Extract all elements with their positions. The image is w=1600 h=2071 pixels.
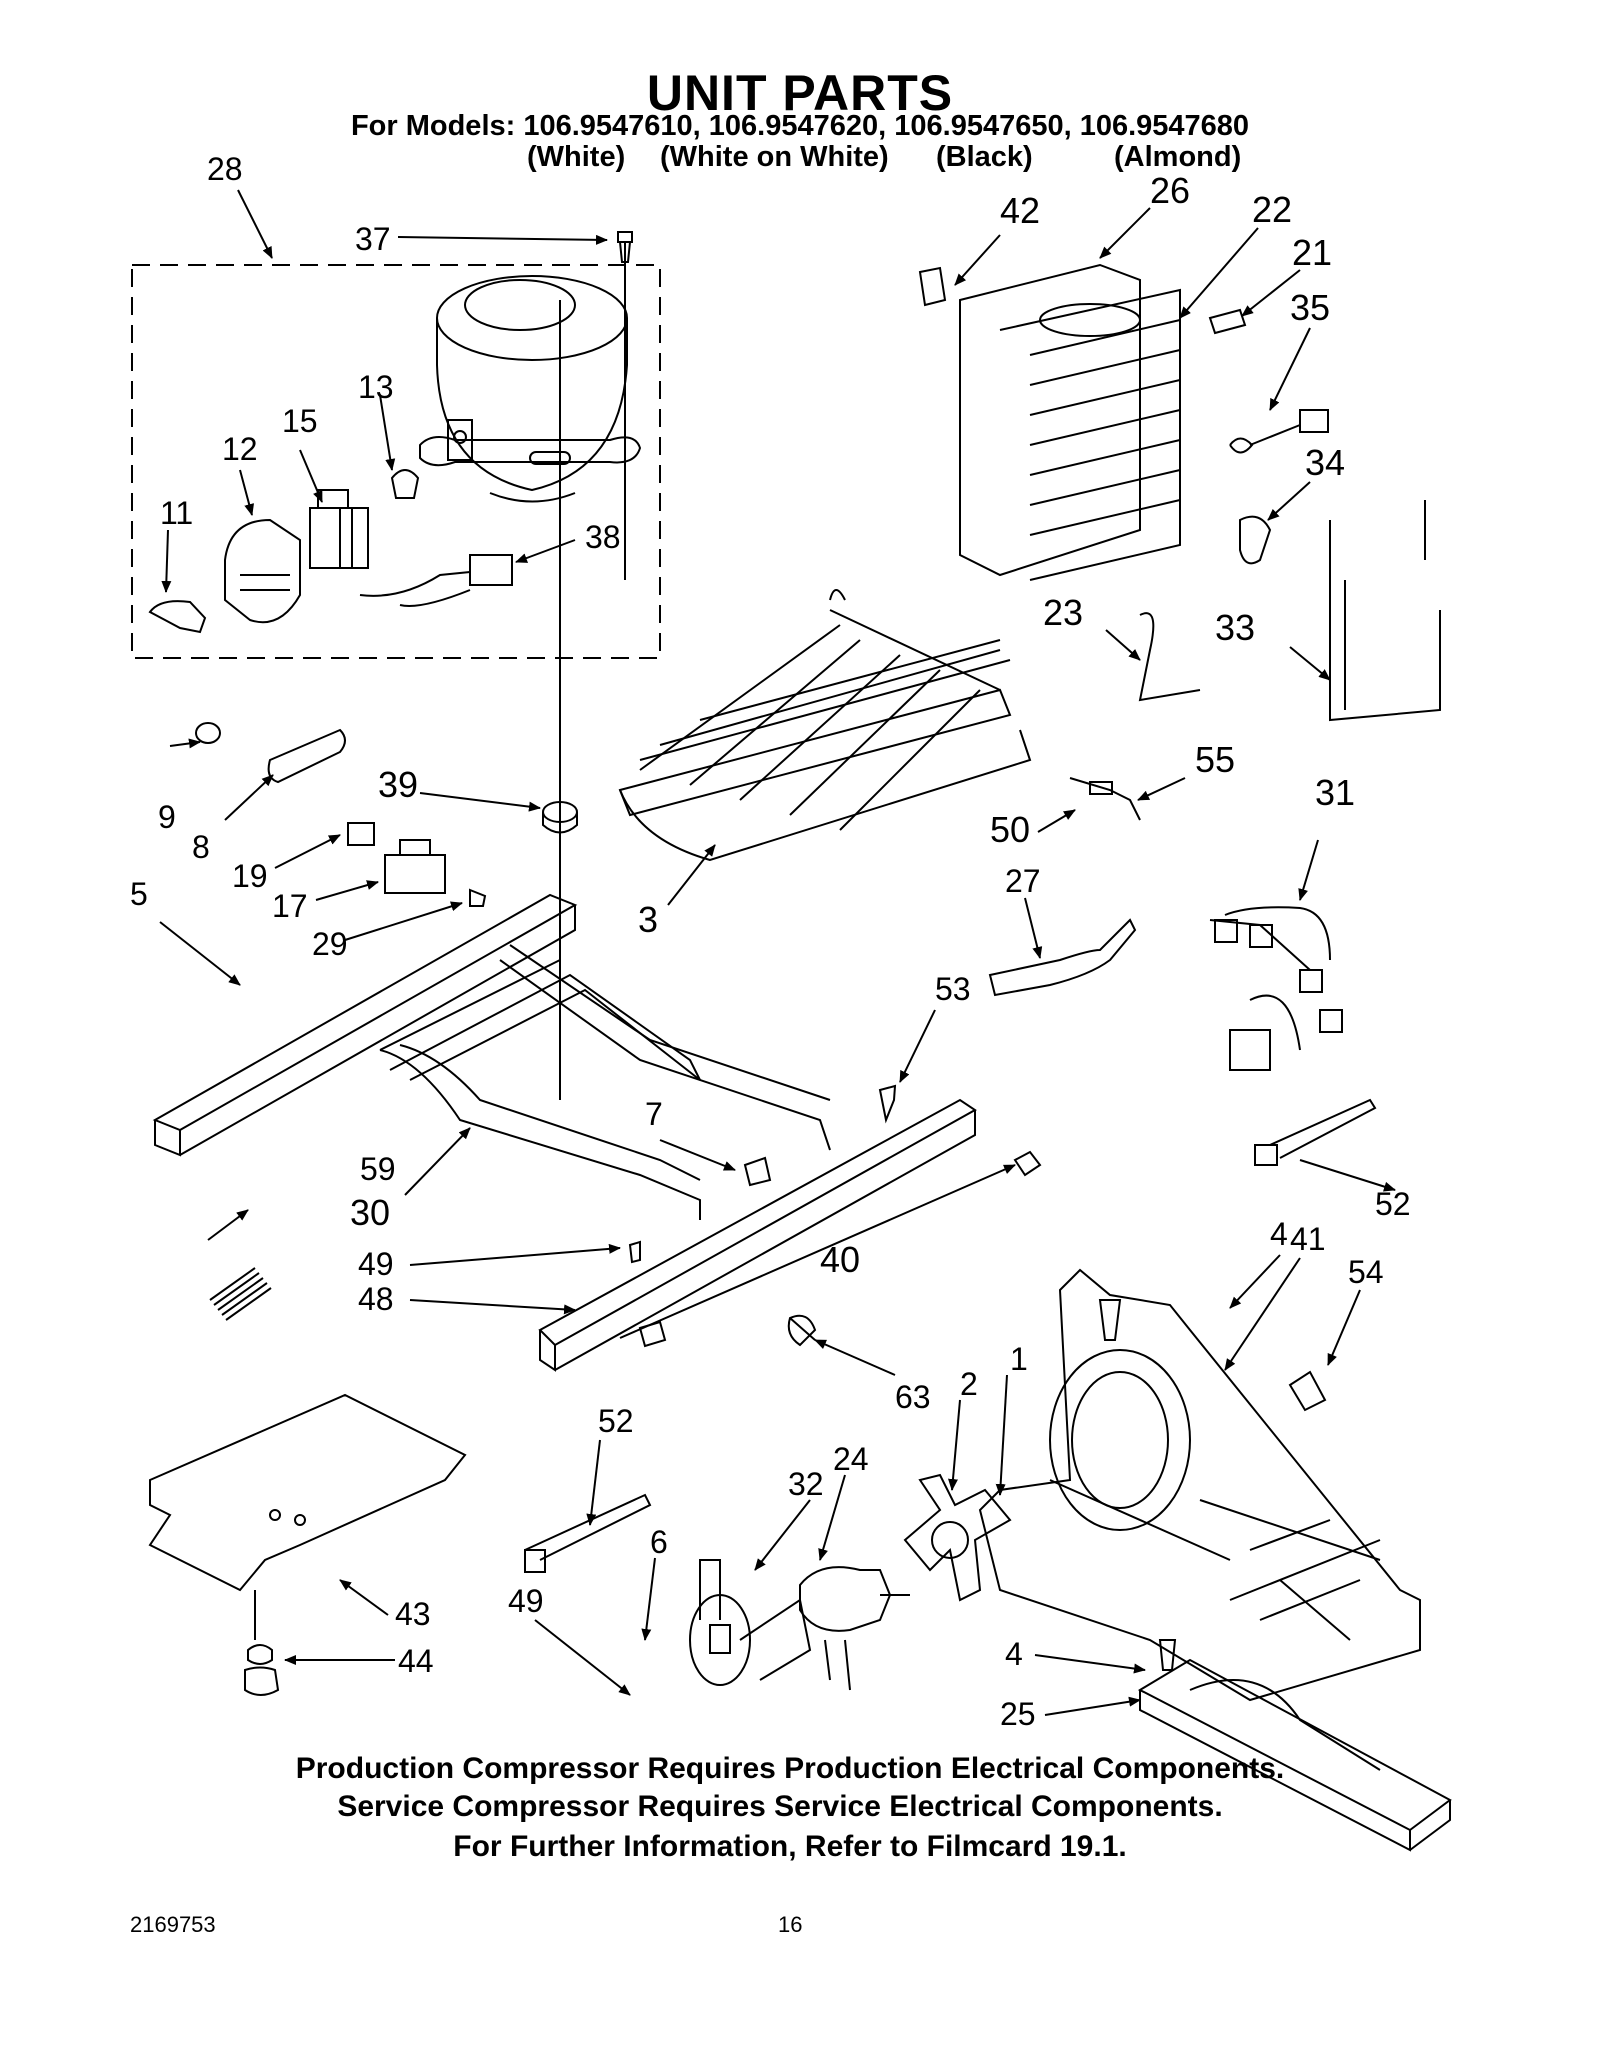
callout-4b: 4: [1005, 1636, 1023, 1672]
callout-25: 25: [1000, 1696, 1036, 1732]
callout-8: 8: [192, 829, 210, 865]
callout-50: 50: [990, 809, 1030, 850]
callout-52b: 52: [598, 1403, 634, 1439]
relay-parts: [148, 469, 513, 634]
callout-49b: 49: [508, 1583, 544, 1619]
callout-26: 26: [1150, 170, 1190, 211]
page-number: 16: [778, 1912, 803, 1937]
tubing-parts: [195, 722, 346, 784]
callout-1: 1: [1010, 1341, 1028, 1377]
callout-22: 22: [1252, 189, 1292, 230]
callout-27: 27: [1005, 863, 1041, 899]
page-title: UNIT PARTS: [646, 65, 954, 121]
callout-21: 21: [1292, 232, 1332, 273]
callout-7: 7: [645, 1096, 663, 1132]
right-small-parts: [1138, 308, 1441, 722]
fan-assembly: [689, 1473, 1012, 1691]
callout-42: 42: [1000, 190, 1040, 231]
base-frame: [152, 893, 977, 1372]
base-pan: [978, 1268, 1421, 1702]
callout-52a: 52: [1375, 1186, 1411, 1222]
condenser-coil: [618, 589, 1032, 862]
callout-44: 44: [398, 1643, 434, 1679]
note-filmcard: For Further Information, Refer to Filmca…: [453, 1830, 1127, 1863]
callout-30: 30: [350, 1192, 390, 1233]
callout-12: 12: [222, 431, 258, 467]
callout-34: 34: [1305, 442, 1345, 483]
color-almond: (Almond): [1114, 141, 1242, 173]
callout-9: 9: [158, 799, 176, 835]
callout-17: 17: [272, 888, 308, 924]
callout-28: 28: [207, 151, 243, 187]
callout-41: 41: [1290, 1221, 1326, 1257]
callout-40: 40: [820, 1239, 860, 1280]
callout-4a: 4: [1270, 1216, 1288, 1252]
leader-arrows: [159, 189, 1396, 1716]
wire-harness: [1209, 906, 1343, 1071]
callout-labels: 28 37 13 15 12 11 38 42 26 22 21 35 34 2…: [130, 151, 1411, 1732]
callout-29: 29: [312, 926, 348, 962]
screw-37: [617, 231, 633, 580]
callout-38: 38: [585, 519, 621, 555]
callout-63: 63: [895, 1379, 931, 1415]
color-white-on-white: (White on White): [660, 141, 889, 173]
callout-37: 37: [355, 221, 391, 257]
callout-2: 2: [960, 1366, 978, 1402]
callout-35: 35: [1290, 287, 1330, 328]
color-black: (Black): [936, 141, 1033, 173]
compressor-kit-box: [131, 264, 661, 659]
callout-59: 59: [360, 1151, 396, 1187]
callout-39: 39: [378, 764, 418, 805]
capillary-parts: [988, 777, 1141, 997]
note-service: Service Compressor Requires Service Elec…: [337, 1790, 1223, 1823]
models-line: For Models: 106.9547610, 106.9547620, 10…: [350, 110, 1250, 142]
callout-24: 24: [833, 1441, 869, 1477]
callout-3: 3: [638, 899, 658, 940]
color-white: (White): [527, 141, 626, 173]
callout-48: 48: [358, 1281, 394, 1317]
callout-43: 43: [395, 1596, 431, 1632]
callout-49a: 49: [358, 1246, 394, 1282]
fasteners: [209, 1084, 1042, 1348]
callout-33: 33: [1215, 607, 1255, 648]
callout-11: 11: [160, 495, 193, 531]
callout-23: 23: [1043, 592, 1083, 633]
note-production: Production Compressor Requires Productio…: [295, 1752, 1285, 1785]
callout-54: 54: [1348, 1254, 1384, 1290]
compressor-drawing: [419, 275, 642, 503]
callout-31: 31: [1315, 772, 1355, 813]
callout-13: 13: [358, 369, 394, 405]
cable-tie-right: [1254, 1098, 1377, 1166]
grommet-39: [542, 300, 578, 1100]
callout-5: 5: [130, 876, 148, 912]
callout-55: 55: [1195, 739, 1235, 780]
evaporator: [918, 263, 1181, 581]
callout-19: 19: [232, 858, 268, 894]
callout-15: 15: [282, 403, 318, 439]
small-parts-left: [347, 822, 487, 907]
callout-53: 53: [935, 971, 971, 1007]
document-number: 2169753: [130, 1912, 216, 1937]
callout-6: 6: [650, 1524, 668, 1560]
callout-32: 32: [788, 1466, 824, 1502]
